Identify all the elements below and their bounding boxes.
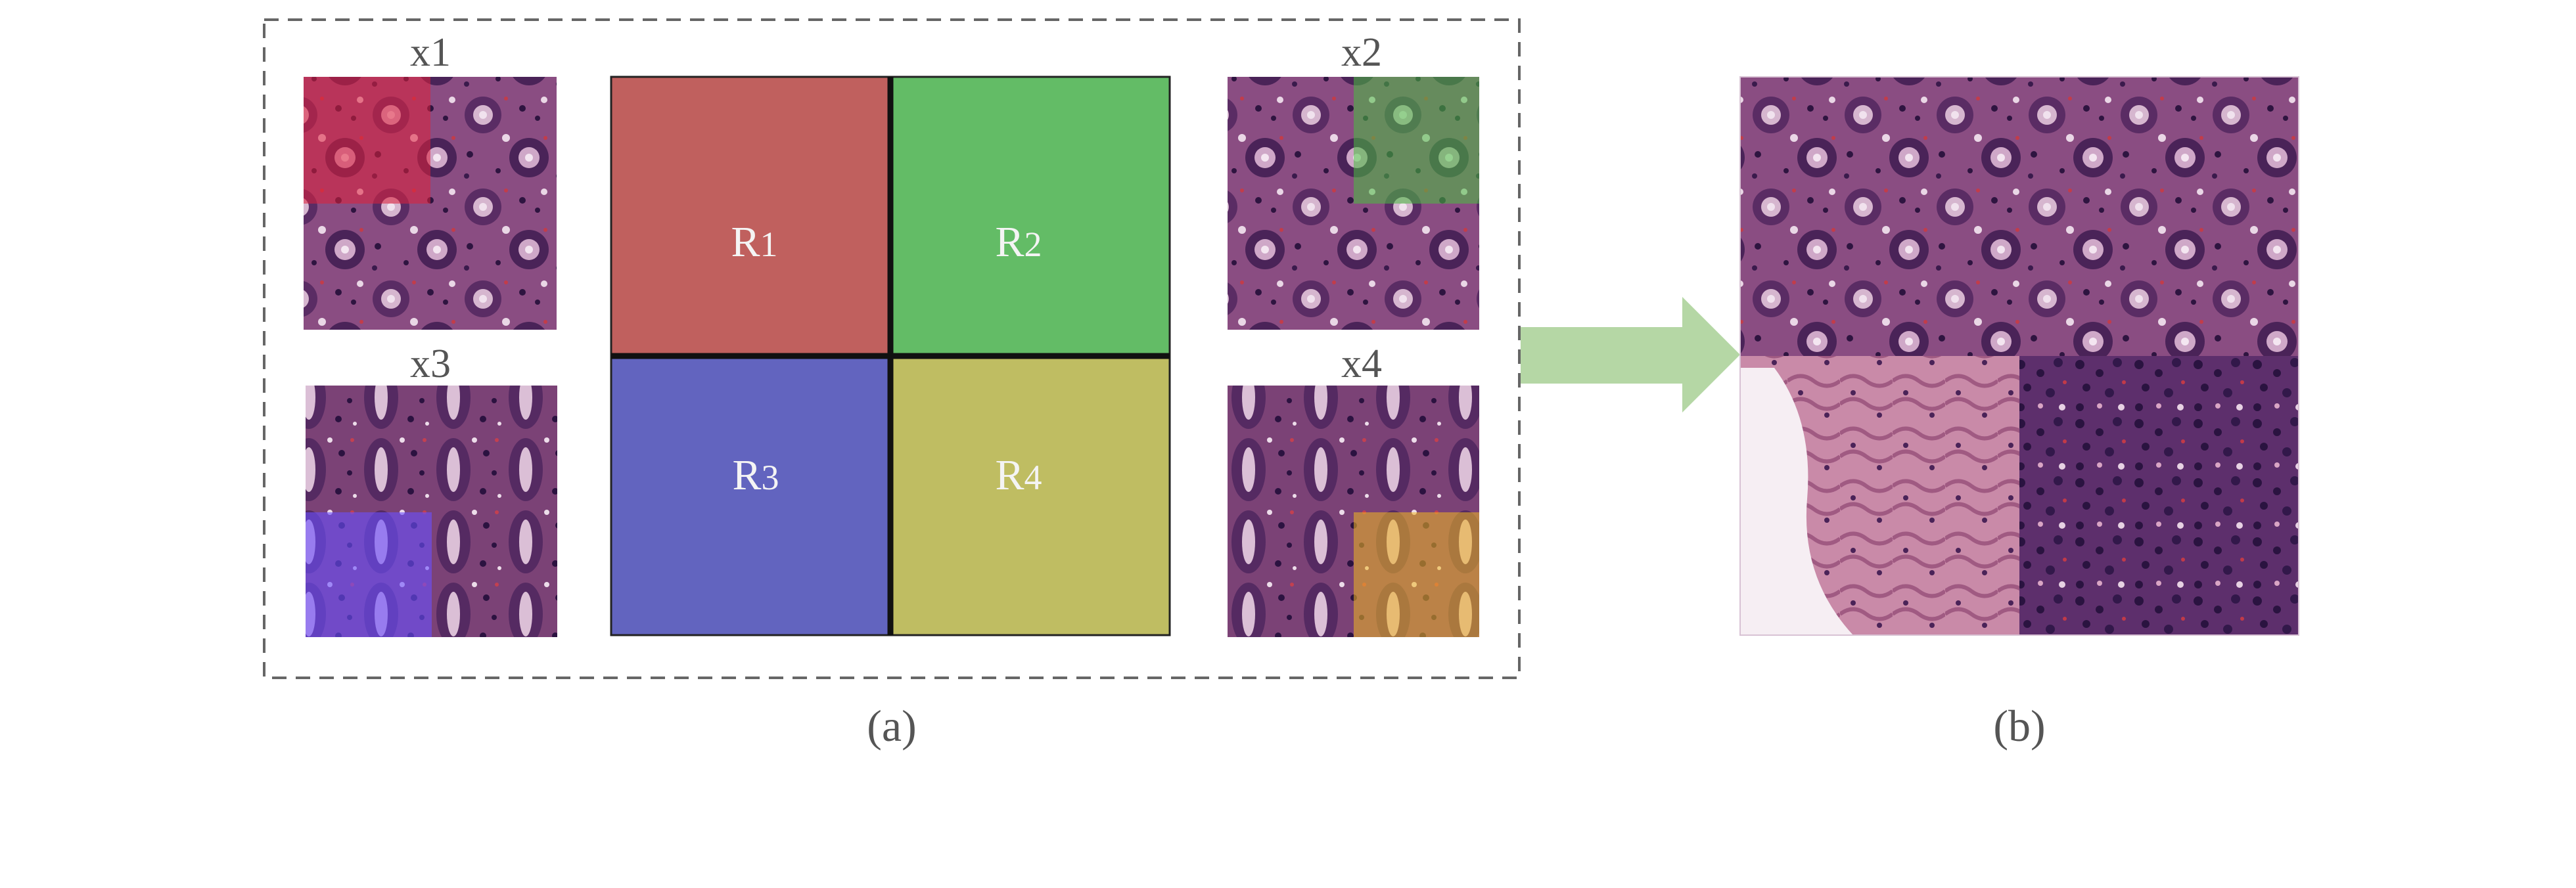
region-r1	[611, 77, 890, 356]
patch-label-x1: x1	[410, 30, 451, 75]
highlight-region-x4	[1354, 512, 1479, 637]
dashed-group-border	[263, 18, 1521, 679]
region-r2	[890, 77, 1170, 356]
mixed-white-area	[1740, 368, 1853, 635]
caption-b: (b)	[1993, 701, 2045, 751]
caption-a: (a)	[867, 701, 916, 751]
region-label-r1: R1	[731, 218, 777, 266]
region-label-r4: R4	[995, 451, 1042, 499]
mixed-tissue-image	[1739, 76, 2299, 636]
region-label-r2: R2	[995, 218, 1042, 266]
region-r3	[611, 356, 890, 635]
highlight-region-x3	[306, 512, 432, 637]
patch-label-x3: x3	[410, 342, 451, 386]
mixed-quadrant-1	[1740, 77, 2019, 356]
patch-x1: x1	[304, 30, 557, 330]
patch-label-x4: x4	[1341, 342, 1382, 386]
panel-b: (b)	[1739, 76, 2299, 751]
highlight-region-x1	[304, 77, 430, 204]
right-arrow-icon	[1521, 297, 1740, 412]
patch-x2: x2	[1228, 30, 1479, 330]
highlight-region-x2	[1354, 77, 1479, 204]
region-grid: R1 R2 R3 R4	[610, 76, 1171, 636]
mixed-image-outline	[1739, 76, 2299, 636]
region-label-r3: R3	[732, 451, 779, 499]
mixed-quadrant-2	[2019, 77, 2299, 356]
patch-x4: x4	[1228, 342, 1479, 637]
mixed-quadrant-4	[2019, 356, 2299, 635]
patch-label-x2: x2	[1341, 30, 1382, 75]
panel-a: x1 x3 R1 R2 R3 R4 x2	[263, 18, 1521, 751]
patch-x3: x3	[306, 342, 557, 637]
region-r4	[890, 356, 1170, 635]
